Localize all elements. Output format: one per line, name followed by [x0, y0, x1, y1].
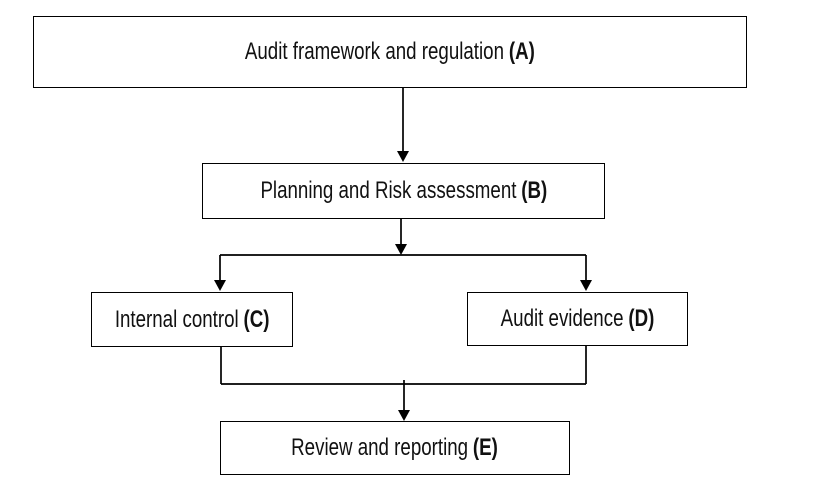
node-label: Planning and Risk assessment — [260, 177, 517, 204]
node-review-reporting: Review and reporting(E) — [220, 421, 570, 475]
node-text: Review and reporting(E) — [292, 436, 499, 460]
arrowhead-icon — [398, 410, 410, 421]
arrowhead-icon — [214, 280, 226, 291]
node-label: Internal control — [114, 305, 239, 333]
arrowhead-icon — [397, 151, 409, 162]
node-label: Review and reporting — [291, 434, 469, 461]
node-label: Audit framework and regulation — [245, 38, 505, 65]
node-text: Audit framework and regulation(A) — [245, 40, 535, 64]
node-audit-evidence: Audit evidence(D) — [467, 292, 688, 346]
node-internal-control: Internal control(C) — [91, 292, 293, 347]
node-text: Audit evidence(D) — [501, 307, 655, 331]
node-code: (A) — [508, 38, 535, 65]
node-code: (B) — [520, 177, 547, 204]
node-text: Internal control(C) — [114, 305, 270, 333]
node-audit-framework: Audit framework and regulation(A) — [33, 16, 747, 88]
node-code: (D) — [628, 305, 655, 332]
node-text: Planning and Risk assessment(B) — [260, 179, 547, 203]
arrowhead-icon — [580, 280, 592, 291]
arrowhead-icon — [395, 244, 407, 255]
node-code: (C) — [243, 305, 270, 333]
node-code: (E) — [473, 434, 499, 461]
node-label: Audit evidence — [500, 305, 624, 332]
node-planning-risk-assessment: Planning and Risk assessment(B) — [202, 163, 605, 219]
